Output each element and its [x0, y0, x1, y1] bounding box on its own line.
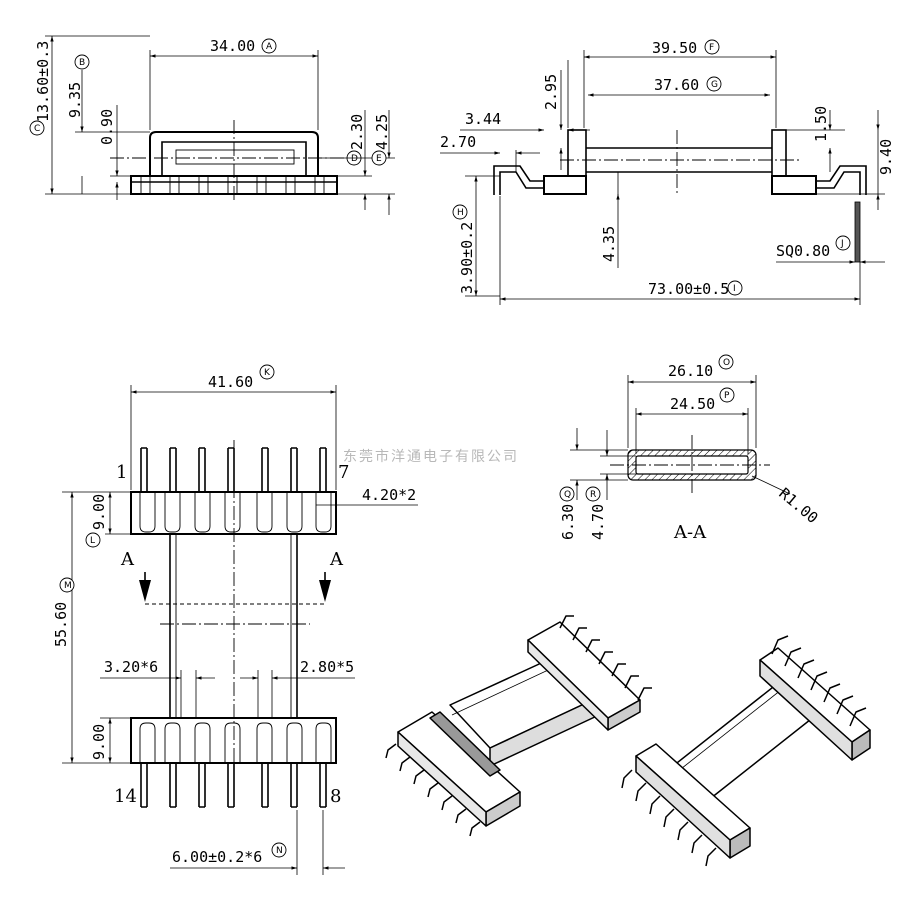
plan-bottom-pins — [140, 763, 327, 808]
dim-r1-00: R1.00 — [775, 484, 821, 527]
svg-text:I: I — [733, 284, 736, 294]
svg-text:D: D — [351, 154, 358, 164]
pin-number-1: 1 — [116, 462, 127, 483]
dim-34: 34.00 — [210, 37, 255, 55]
svg-text:C: C — [34, 124, 40, 134]
front-view: 34.00 A 13.60±0.3 C 9.35 B 0.90 2.30 D 4… — [29, 35, 395, 215]
dim-2-30: 2.30 — [348, 114, 366, 150]
dim-73-00: 73.00±0.5 — [648, 280, 729, 298]
pin-number-8: 8 — [330, 786, 341, 807]
plan-view: 1 7 14 8 41.60 K 4.20*2 9.00 L 55.60 M 9… — [52, 364, 418, 875]
company-watermark: 东莞市洋通电子有限公司 — [343, 448, 519, 465]
section-marker-a-right: A — [329, 549, 344, 570]
dim-2-80: 2.80*5 — [300, 658, 354, 676]
dim-13-60: 13.60±0.3 — [34, 41, 52, 122]
svg-text:G: G — [711, 80, 718, 90]
pin-number-7: 7 — [338, 462, 349, 483]
svg-text:B: B — [79, 58, 85, 68]
dim-39-50: 39.50 — [652, 39, 697, 57]
dim-26-10: 26.10 — [668, 362, 713, 380]
svg-text:N: N — [276, 846, 283, 856]
plan-bottom-slots — [139, 722, 332, 763]
dim-41-60: 41.60 — [208, 373, 253, 391]
svg-text:Q: Q — [564, 490, 571, 500]
dim-37-60: 37.60 — [654, 76, 699, 94]
dim-1-50: 1.50 — [812, 106, 830, 142]
dim-0-90: 0.90 — [98, 109, 116, 145]
front-pin-slots — [140, 175, 325, 195]
section-view: 26.10 O 24.50 P 6.30 Q 4.70 R R1.00 A-A — [559, 354, 822, 543]
dim-4-70: 4.70 — [589, 504, 607, 540]
dim-3-90: 3.90±0.2 — [458, 222, 476, 294]
section-marker-a-left: A — [120, 549, 135, 570]
dim-4-25: 4.25 — [373, 114, 391, 150]
dim-4-35: 4.35 — [600, 226, 618, 262]
plan-top-slots — [139, 492, 332, 533]
svg-text:M: M — [64, 581, 72, 591]
pin-number-14: 14 — [114, 786, 137, 807]
dim-6-30: 6.30 — [559, 504, 577, 540]
dim-9-35: 9.35 — [66, 82, 84, 118]
isometric-view-left — [385, 615, 652, 837]
dim-6-00: 6.00±0.2*6 — [172, 848, 262, 866]
plan-top-pins — [140, 447, 327, 492]
dim-9-00-top: 9.00 — [90, 494, 108, 530]
dim-3-44: 3.44 — [465, 110, 501, 128]
svg-text:K: K — [264, 368, 271, 378]
svg-text:P: P — [724, 391, 730, 401]
svg-text:H: H — [457, 208, 464, 218]
dim-55-60: 55.60 — [52, 602, 70, 647]
dim-4-20: 4.20*2 — [362, 486, 416, 504]
dim-2-70: 2.70 — [440, 133, 476, 151]
svg-text:F: F — [709, 43, 714, 53]
dim-2-95: 2.95 — [542, 74, 560, 110]
dim-9-00-bottom: 9.00 — [90, 724, 108, 760]
dim-24-50: 24.50 — [670, 395, 715, 413]
dim-sq0-80: SQ0.80 — [776, 242, 830, 260]
side-view: 39.50 F 37.60 G 2.95 3.44 2.70 1.50 9.40 — [440, 39, 895, 305]
svg-text:O: O — [723, 358, 730, 368]
svg-text:E: E — [376, 154, 382, 164]
svg-text:R: R — [590, 490, 596, 500]
isometric-view-right — [621, 635, 871, 867]
svg-text:J: J — [840, 239, 844, 249]
dim-9-40: 9.40 — [877, 139, 895, 175]
svg-text:L: L — [90, 536, 95, 546]
svg-text:A: A — [266, 42, 273, 52]
section-title: A-A — [673, 522, 707, 543]
dim-3-20: 3.20*6 — [104, 658, 158, 676]
